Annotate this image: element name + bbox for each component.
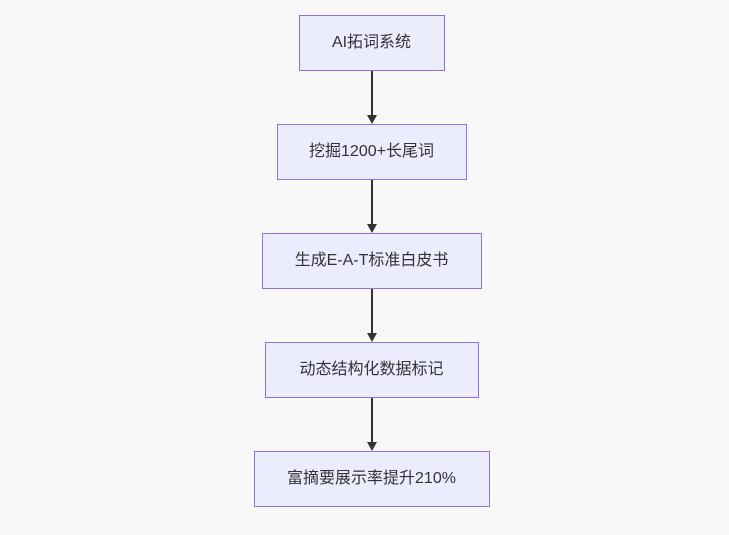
flow-node-structured-data: 动态结构化数据标记 (264, 342, 479, 398)
arrow-down-connector (365, 71, 379, 124)
flow-node-label: 生成E-A-T标准白皮书 (294, 252, 449, 269)
arrow-down-connector (365, 398, 379, 451)
arrow-head-icon (366, 115, 377, 124)
arrow-down-connector (365, 180, 379, 233)
arrow-line (370, 289, 373, 333)
arrow-head-icon (366, 442, 377, 451)
arrow-line (370, 398, 373, 442)
flow-node-label: 富摘要展示率提升210% (287, 470, 456, 487)
flow-node-longtail-words: 挖掘1200+长尾词 (276, 124, 467, 180)
flow-node-label: 挖掘1200+长尾词 (309, 143, 434, 160)
arrow-line (370, 71, 373, 115)
arrow-head-icon (366, 333, 377, 342)
flow-node-rich-snippet-result: 富摘要展示率提升210% (253, 451, 490, 507)
flow-node-eat-whitepaper: 生成E-A-T标准白皮书 (261, 233, 482, 289)
flow-node-ai-system: AI拓词系统 (298, 15, 445, 71)
arrow-head-icon (366, 224, 377, 233)
flow-node-label: 动态结构化数据标记 (299, 361, 444, 378)
flow-node-label: AI拓词系统 (331, 34, 412, 51)
flowchart-column: AI拓词系统 挖掘1200+长尾词 生成E-A-T标准白皮书 动态结构化数据标记 (7, 0, 729, 507)
arrow-down-connector (365, 289, 379, 342)
arrow-line (370, 180, 373, 224)
